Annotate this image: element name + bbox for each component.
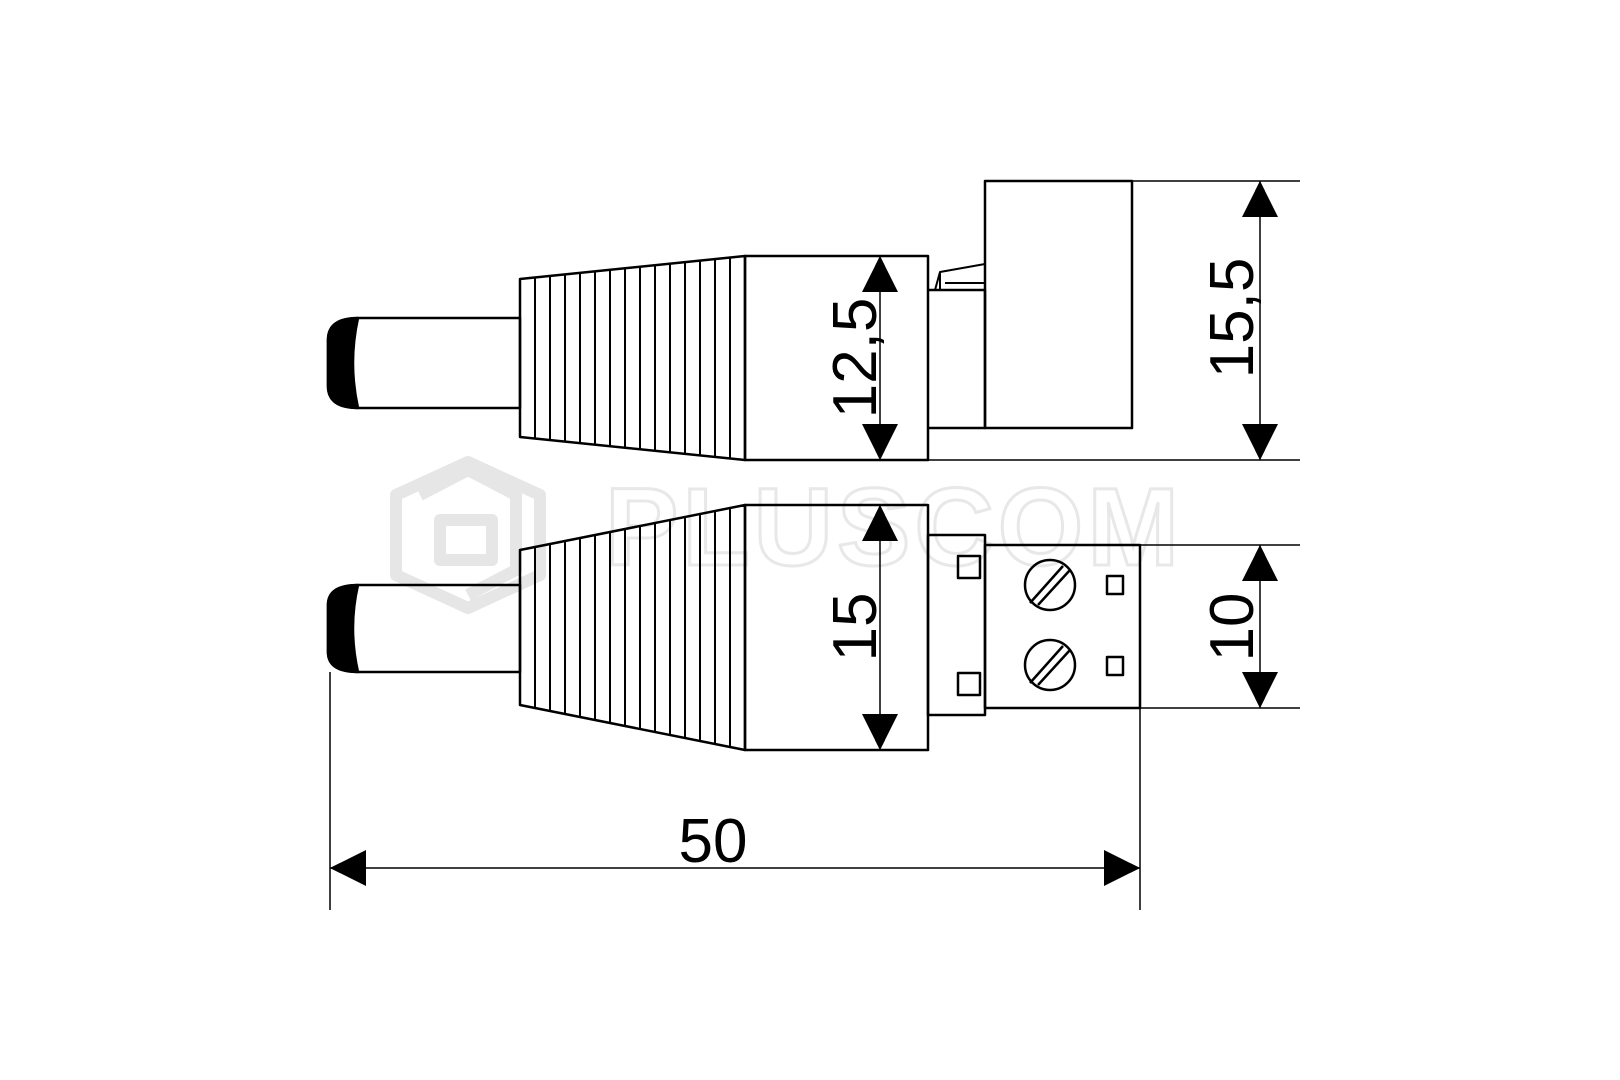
terminal-wire-hole-bottom — [1105, 655, 1125, 677]
bottom-terminal-tab-top — [956, 554, 982, 580]
top-plug-pin — [326, 316, 522, 410]
label-bottom-body-height: 15 — [821, 593, 890, 662]
label-terminal-block-height: 15,5 — [1198, 258, 1267, 379]
top-ribbed-sleeve — [518, 254, 747, 462]
terminal-screw-top — [1023, 558, 1077, 612]
bottom-sleeve-ribs — [534, 508, 731, 747]
watermark-logo-icon — [390, 456, 546, 614]
bottom-view-plug — [326, 503, 1142, 752]
top-plug-pin-tip — [326, 316, 360, 410]
top-sleeve-ribs — [534, 258, 731, 458]
terminal-screw-bottom — [1023, 638, 1077, 692]
screw-icon — [1023, 558, 1077, 612]
top-view-plug — [326, 179, 1134, 462]
label-overall-length: 50 — [679, 807, 748, 876]
bottom-plug-pin-tip — [326, 583, 360, 674]
dimension-arrowheads — [330, 181, 1278, 886]
label-top-body-height: 12,5 — [821, 298, 890, 419]
screw-icon — [1023, 638, 1077, 692]
watermark-text: PLUSCOM — [605, 466, 1183, 589]
label-terminal-width: 10 — [1198, 593, 1267, 662]
top-latch — [934, 263, 986, 291]
dimension-labels: 12,5 15,5 15 10 50 — [679, 258, 1267, 876]
bottom-terminal-tab-bottom — [956, 671, 982, 697]
top-body — [743, 254, 930, 462]
dimension-lines — [329, 180, 1300, 910]
top-terminal-block — [983, 179, 1134, 430]
bottom-terminal-block — [983, 543, 1142, 710]
terminal-wire-hole-top — [1105, 574, 1125, 596]
top-neck — [928, 288, 987, 430]
